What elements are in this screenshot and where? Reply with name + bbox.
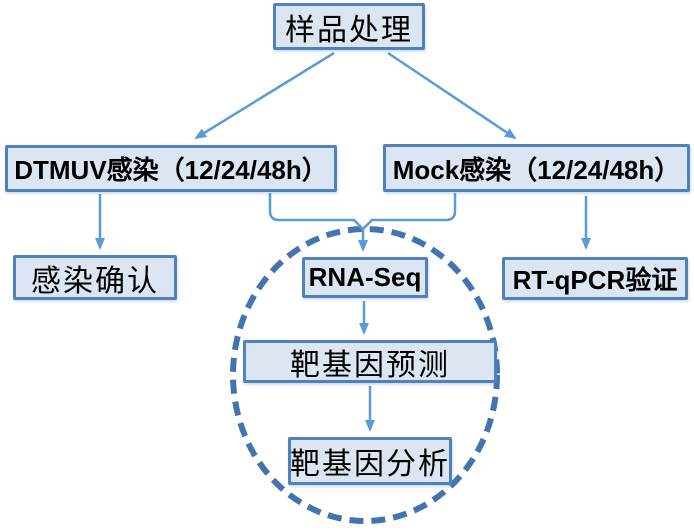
edge-sample-to-mock (387, 51, 517, 140)
analysis-scope-ellipse (230, 226, 500, 524)
node-target-gene-analysis: 靶基因分析 (288, 437, 452, 485)
node-mock-infection: Mock感染（12/24/48h） (383, 144, 690, 192)
merge-bracket (268, 193, 457, 231)
node-dtmuv-infection: DTMUV感染（12/24/48h） (5, 145, 337, 192)
node-rna-seq: RNA-Seq (302, 257, 428, 298)
node-target-gene-prediction: 靶基因预测 (243, 340, 497, 383)
edge-sample-to-dtmuv (194, 51, 335, 140)
node-infection-confirm: 感染确认 (13, 255, 177, 300)
node-rt-qpcr-validation: RT-qPCR验证 (502, 257, 688, 300)
node-sample-processing: 样品处理 (273, 3, 425, 50)
